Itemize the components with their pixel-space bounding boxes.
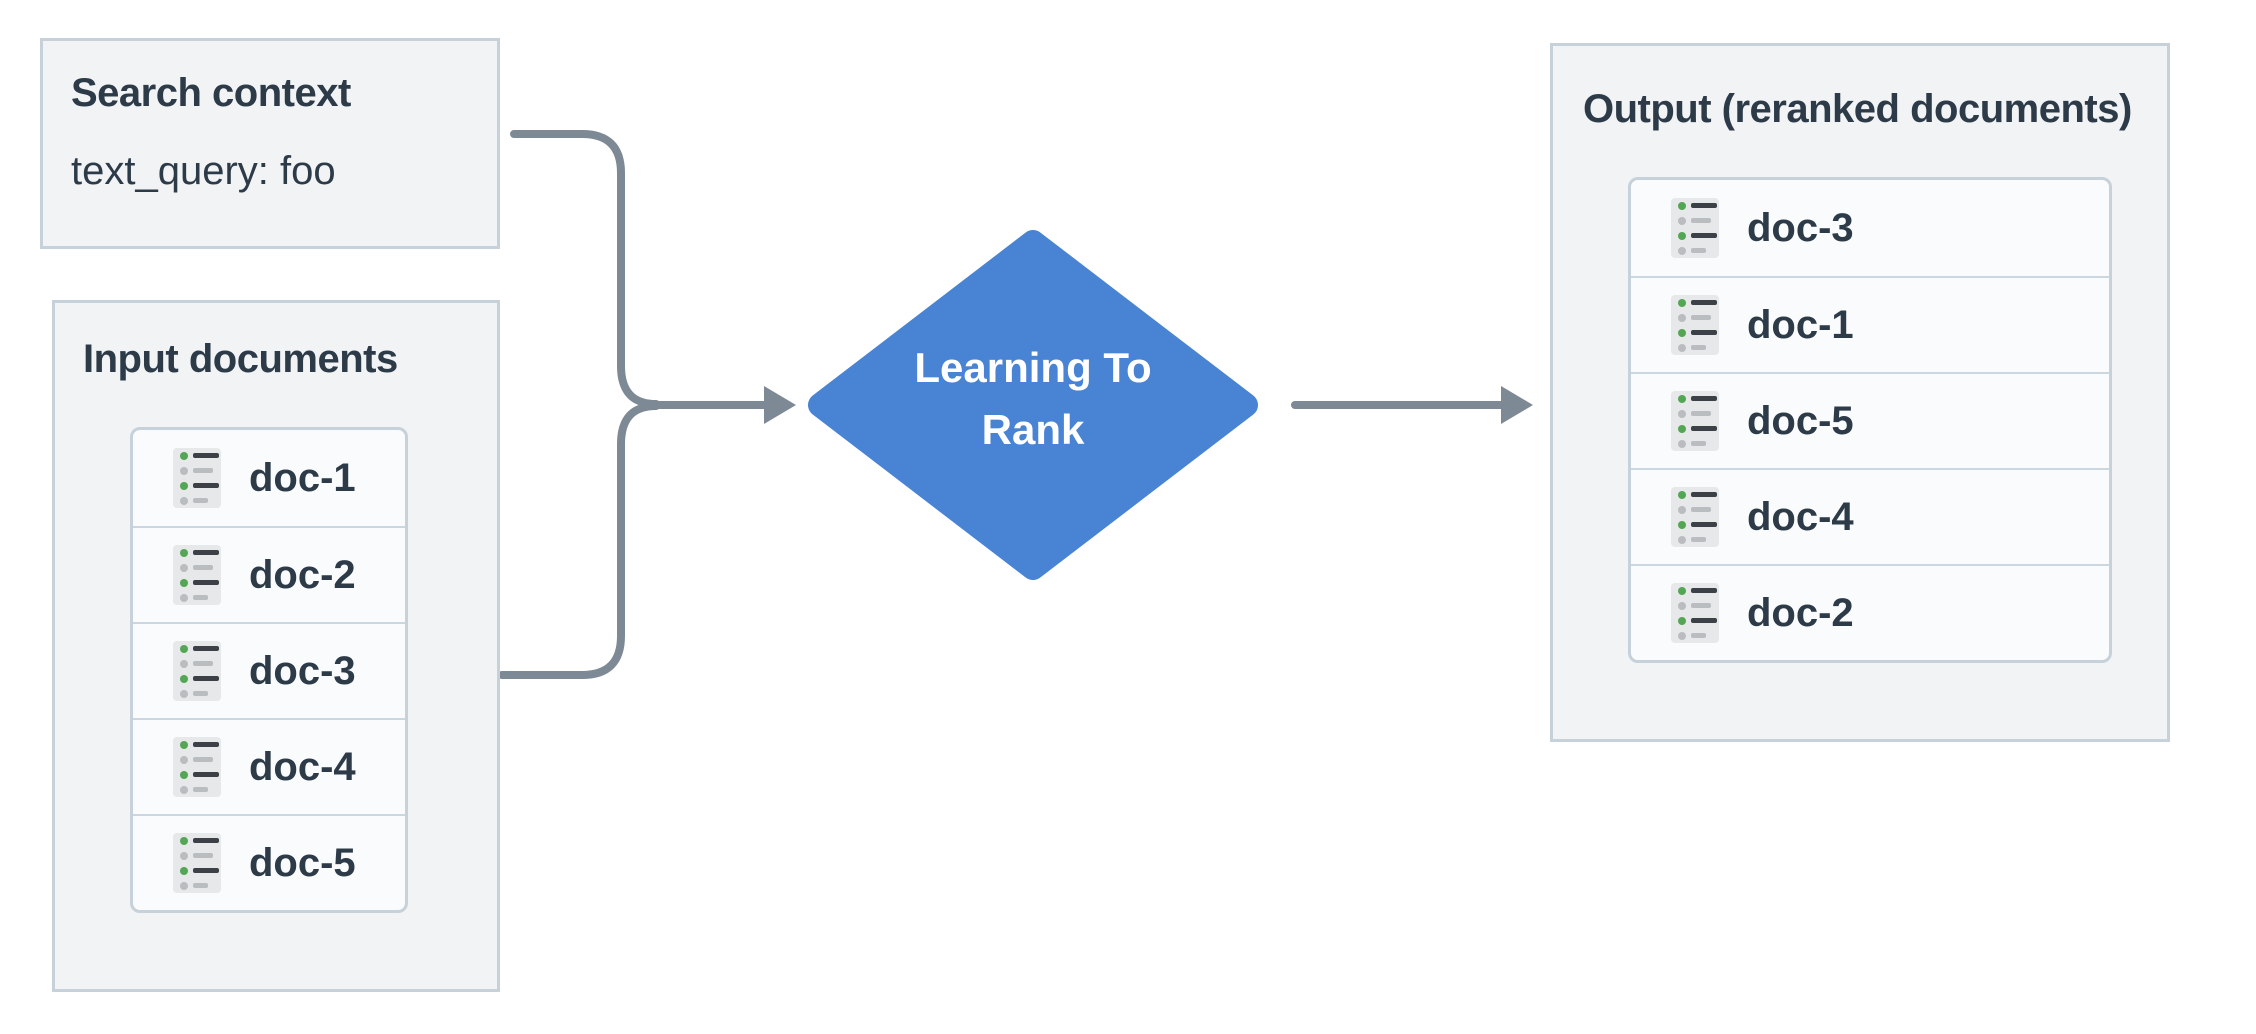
document-label: doc-4	[249, 744, 356, 789]
connector-search-context-to-node	[510, 130, 660, 408]
search-context-box: Search context text_query: foo	[40, 38, 500, 249]
document-list-icon	[1671, 198, 1719, 258]
document-item: doc-1	[133, 430, 405, 526]
learning-to-rank-node-label: Learning To Rank	[914, 344, 1152, 453]
document-label: doc-2	[249, 552, 356, 597]
document-list-icon	[1671, 487, 1719, 547]
document-label: doc-3	[249, 648, 356, 693]
output-documents-title: Output (reranked documents)	[1583, 87, 2132, 131]
document-list-icon	[173, 448, 221, 508]
document-label: doc-3	[1747, 205, 1854, 250]
document-item: doc-2	[1631, 564, 2109, 660]
search-context-query-text: text_query: foo	[71, 149, 336, 193]
document-item: doc-2	[133, 526, 405, 622]
search-context-title: Search context	[71, 71, 351, 115]
output-documents-panel: Output (reranked documents) doc-3 doc-1 …	[1550, 43, 2170, 742]
input-documents-panel: Input documents doc-1 doc-2 doc-3	[52, 300, 500, 992]
connector-input-documents-to-node	[498, 402, 660, 679]
document-item: doc-5	[133, 814, 405, 910]
document-label: doc-5	[1747, 398, 1854, 443]
document-label: doc-5	[249, 840, 356, 885]
document-list-icon	[173, 545, 221, 605]
document-item: doc-5	[1631, 372, 2109, 468]
document-item: doc-4	[133, 718, 405, 814]
document-label: doc-2	[1747, 590, 1854, 635]
document-item: doc-3	[1631, 180, 2109, 276]
input-documents-title: Input documents	[83, 337, 398, 381]
document-list-icon	[173, 641, 221, 701]
document-label: doc-4	[1747, 494, 1854, 539]
document-list-icon	[1671, 295, 1719, 355]
arrowhead-into-output	[1501, 386, 1533, 424]
learning-to-rank-node-shape	[808, 230, 1258, 580]
document-item: doc-1	[1631, 276, 2109, 372]
input-documents-list: doc-1 doc-2 doc-3 doc-4	[130, 427, 408, 913]
document-list-icon	[1671, 391, 1719, 451]
document-item: doc-3	[133, 622, 405, 718]
document-list-icon	[173, 737, 221, 797]
document-list-icon	[1671, 583, 1719, 643]
document-item: doc-4	[1631, 468, 2109, 564]
document-label: doc-1	[1747, 302, 1854, 347]
arrowhead-into-node	[764, 386, 796, 424]
document-label: doc-1	[249, 455, 356, 500]
output-documents-list: doc-3 doc-1 doc-5 doc-4	[1628, 177, 2112, 663]
document-list-icon	[173, 833, 221, 893]
